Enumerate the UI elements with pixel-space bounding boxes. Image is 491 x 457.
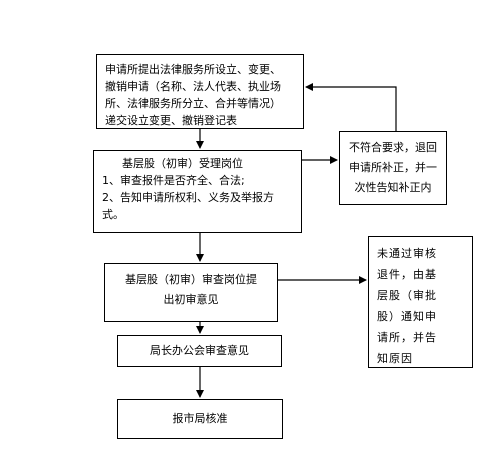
note-incomplete-line: 不符合要求，退回	[349, 141, 437, 154]
step-apply-line: 所、法律服务所分立、合并等情况）	[105, 97, 281, 110]
step-accept: 基层股（初审）受理岗位 1、审查报件是否齐全、合法; 2、告知申请所权利、义务及…	[93, 150, 302, 233]
step-report: 报市局核准	[117, 399, 283, 439]
step-apply-line: 撤销申请（名称、法人代表、执业场	[105, 80, 281, 93]
note-rejected: 未通过审核 退件，由基 层股（审批 股）通知申 请所，并告 知原因	[368, 236, 473, 368]
step-meeting-line: 局长办公会审查意见	[150, 344, 249, 357]
note-incomplete: 不符合要求，退回 申请所补正，并一 次性告知补正内	[339, 131, 447, 205]
note-incomplete-line: 申请所补正，并一	[349, 161, 437, 174]
note-rejected-line: 未通过审核	[377, 247, 437, 260]
step-accept-line: 2、告知申请所权利、义务及举报方	[102, 191, 274, 204]
step-report-line: 报市局核准	[172, 412, 228, 425]
step-accept-line: 1、审查报件是否齐全、合法;	[102, 174, 245, 187]
step-accept-line: 式。	[102, 208, 124, 221]
note-rejected-line: 知原因	[377, 352, 413, 365]
note-rejected-line: 请所，并告	[377, 331, 437, 344]
note-rejected-line: 层股（审批	[377, 289, 437, 302]
step-review: 基层股（初审）审查岗位提 出初审意见	[104, 263, 278, 322]
step-apply: 申请所提出法律服务所设立、变更、 撤销申请（名称、法人代表、执业场 所、法律服务…	[96, 54, 304, 129]
arrow-incomplete-back-to-apply	[305, 83, 397, 131]
step-review-line: 出初审意见	[163, 293, 219, 306]
note-rejected-line: 股）通知申	[377, 310, 437, 323]
step-apply-line: 申请所提出法律服务所设立、变更、	[105, 63, 281, 76]
note-rejected-line: 退件，由基	[377, 268, 437, 281]
step-meeting: 局长办公会审查意见	[117, 335, 282, 367]
step-accept-title: 基层股（初审）受理岗位	[122, 157, 243, 170]
note-incomplete-line: 次性告知补正内	[354, 181, 432, 194]
step-apply-line: 递交设立变更、撤销登记表	[105, 114, 237, 127]
step-review-line: 基层股（初审）审查岗位提	[125, 273, 257, 286]
